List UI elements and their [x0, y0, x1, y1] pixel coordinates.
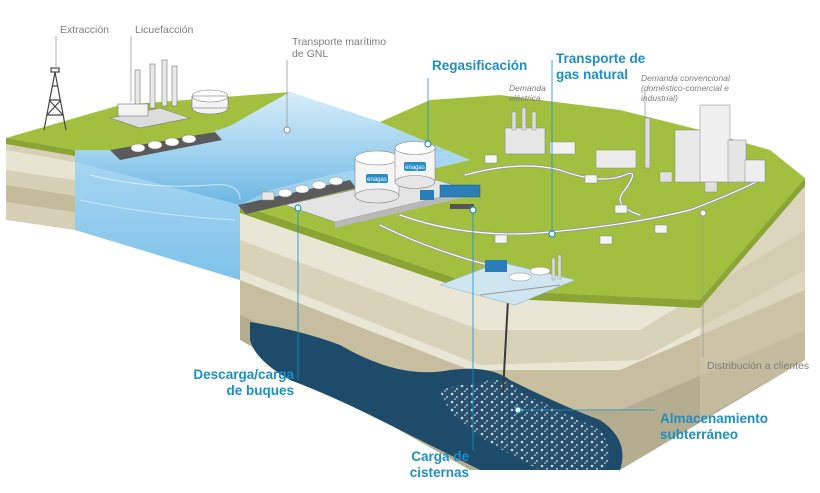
- sea: [75, 92, 470, 280]
- power-plant-icon: [504, 107, 576, 155]
- industry-city-icon: [595, 104, 766, 193]
- label-tanker-loading: Carga de cisternas: [410, 449, 469, 481]
- leader-lines: [55, 36, 704, 450]
- label-conventional-demand: Demanda convencional (doméstico-comercia…: [641, 73, 730, 104]
- storage-well-pipe: [502, 299, 509, 393]
- label-gas-transport: Transporte de gas natural: [556, 51, 645, 83]
- label-lng-shipping-line2: de GNL: [292, 48, 329, 61]
- tank-logo-1: enagas: [367, 177, 387, 183]
- main-land-block: [240, 95, 805, 470]
- label-client-distribution: Distribución a clientes: [707, 360, 810, 372]
- oil-derrick-icon: [43, 67, 67, 131]
- label-conventional-demand-line3: industrial): [641, 93, 678, 104]
- label-underground-storage-line2: subterráneo: [660, 426, 739, 442]
- label-underground-storage-line1: Almacenamiento: [660, 411, 769, 426]
- compressor-stations: [484, 154, 668, 245]
- label-liquefaction: Licuefacción: [135, 24, 194, 36]
- label-gas-transport-line2: gas natural: [556, 66, 629, 82]
- liquefaction-plant-icon: [108, 59, 229, 129]
- label-electric-demand: Demanda eléctrica: [509, 83, 546, 103]
- lng-ship-terminal-icon: [238, 176, 356, 214]
- label-electric-demand-line2: eléctrica: [509, 93, 541, 104]
- leader-dots: [283, 126, 707, 414]
- label-conventional-demand-line2: (doméstico-comercial e: [641, 83, 729, 94]
- label-electric-demand-line1: Demanda: [509, 83, 546, 93]
- storage-surface-facility-icon: [439, 254, 576, 306]
- label-lng-shipping-line1: Transporte marítimo: [292, 36, 387, 48]
- tank-logo-2: enagas: [405, 165, 425, 171]
- label-ship-loading: Descarga/carga de buques: [193, 367, 294, 399]
- label-extraction: Extracción: [60, 24, 110, 36]
- label-tanker-loading-line2: cisternas: [409, 464, 469, 480]
- label-tanker-loading-line1: Carga de: [411, 449, 469, 464]
- label-underground-storage: Almacenamiento subterráneo: [660, 411, 768, 443]
- label-regasification: Regasificación: [432, 58, 528, 73]
- regasification-terminal-icon: enagas enagas: [283, 141, 481, 228]
- label-ship-loading-line1: Descarga/carga: [193, 367, 294, 382]
- lng-ship-origin-icon: [110, 132, 222, 160]
- underground-storage: [250, 322, 623, 470]
- label-lng-shipping: Transporte marítimo de GNL: [292, 36, 386, 61]
- label-conventional-demand-line1: Demanda convencional: [641, 73, 730, 83]
- label-ship-loading-line2: de buques: [226, 382, 294, 398]
- label-gas-transport-line1: Transporte de: [556, 51, 646, 66]
